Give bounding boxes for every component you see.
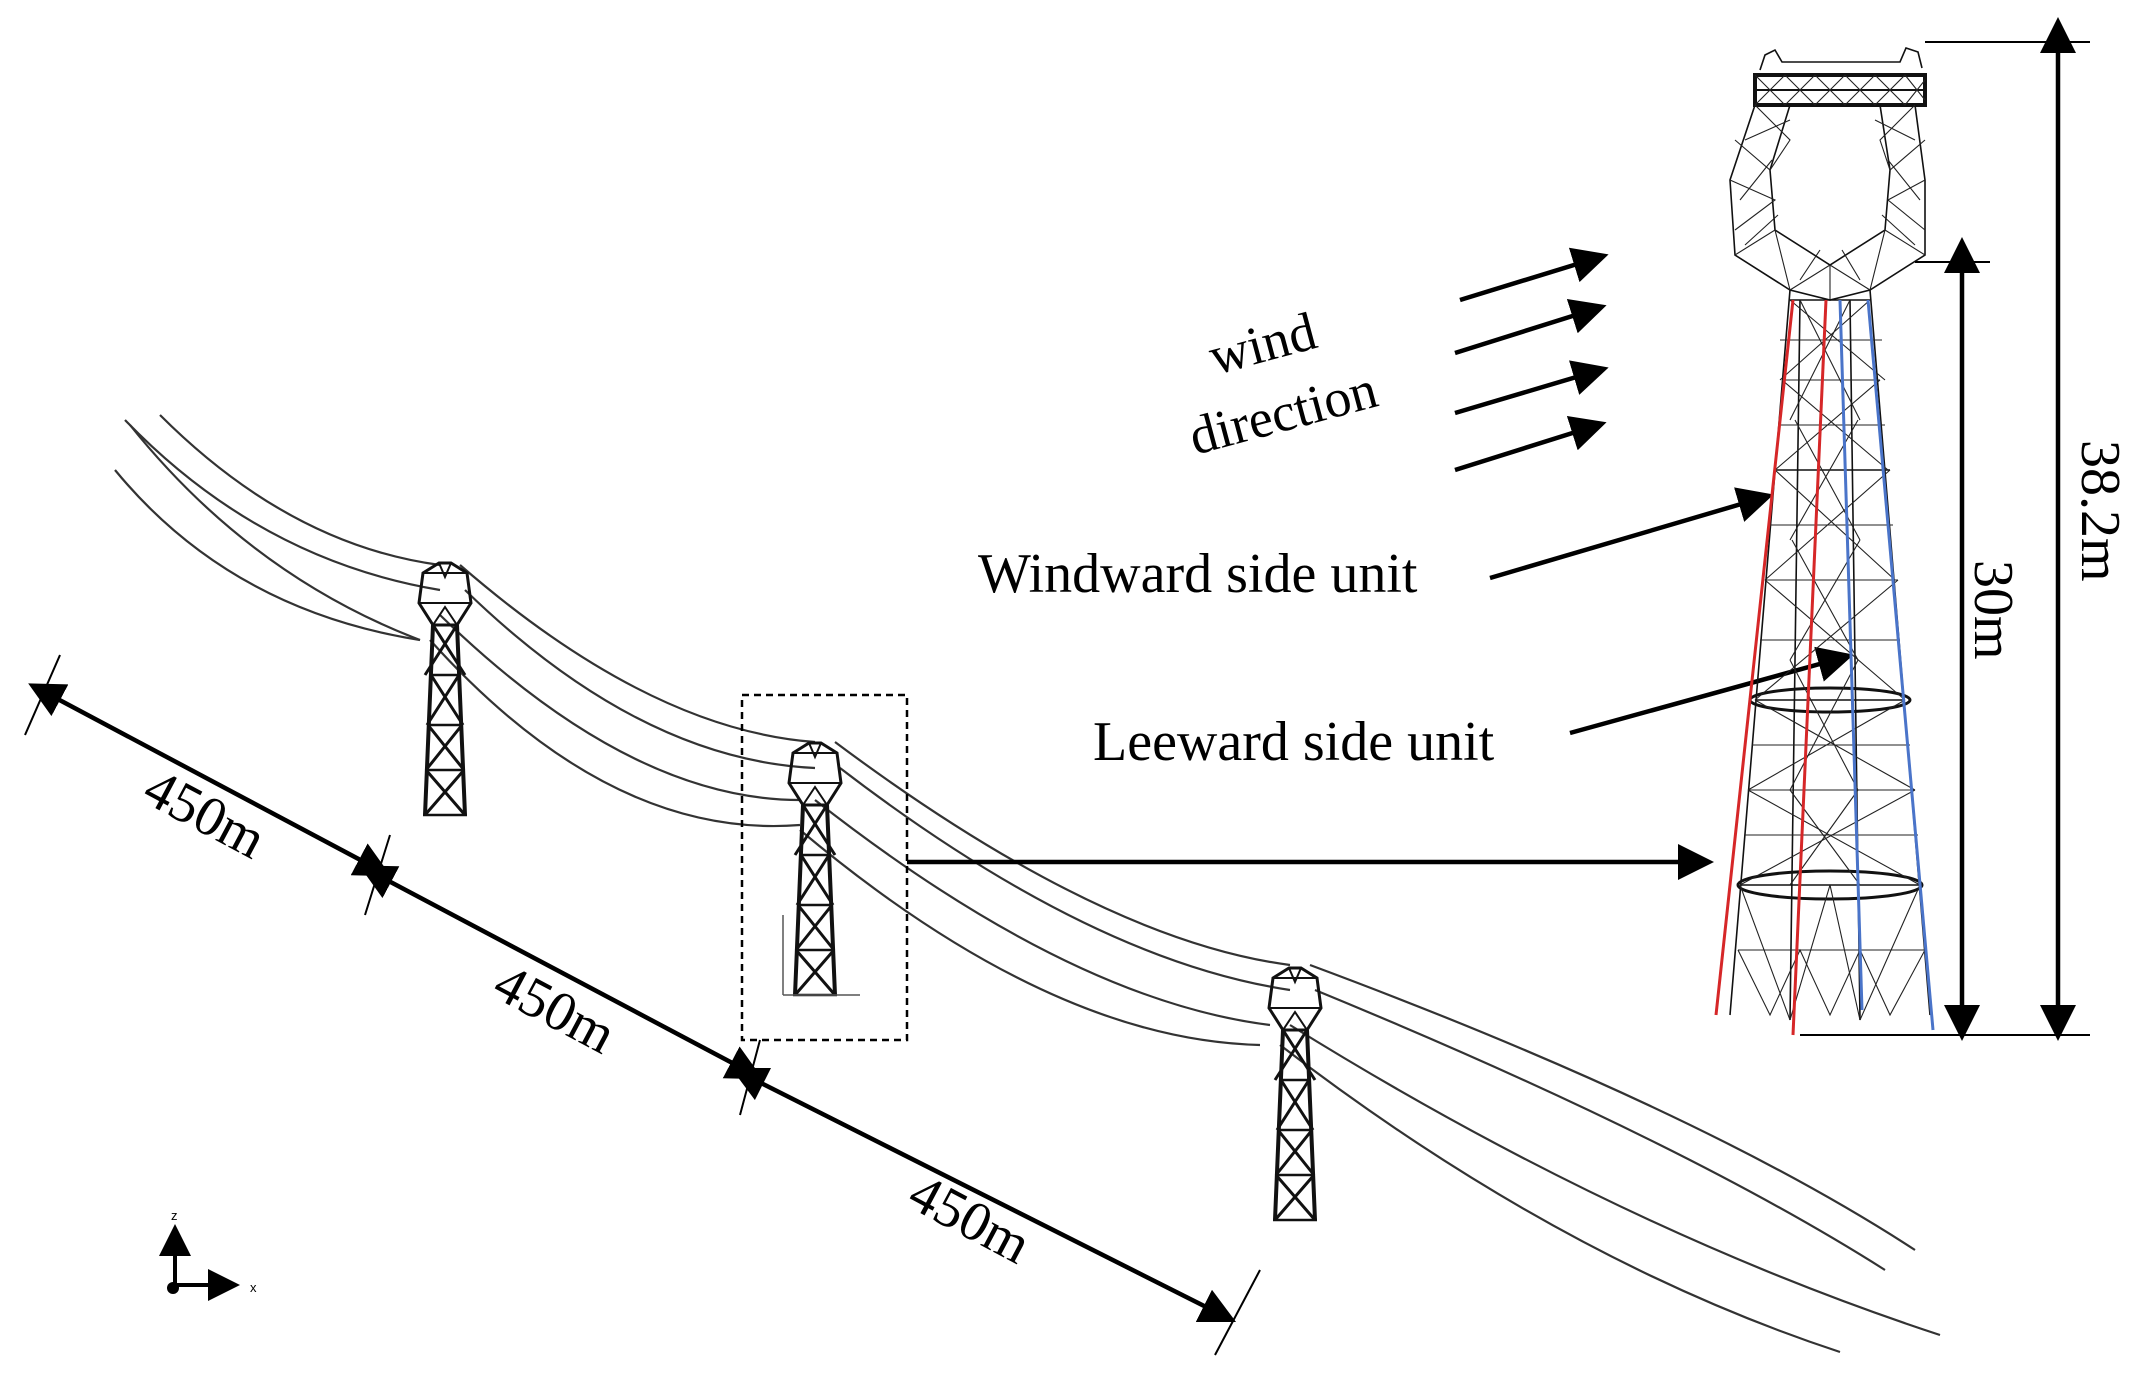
height-total-label: 38.2m <box>2069 440 2131 582</box>
tower-1 <box>417 561 473 817</box>
wind-label-line2: direction <box>1183 359 1384 467</box>
windward-label: Windward side unit <box>978 543 1418 605</box>
leeward-label: Leeward side unit <box>1093 711 1495 773</box>
inner-axis-icon <box>782 915 860 996</box>
tower-2 <box>787 741 843 997</box>
height-dimensions <box>1800 17 2090 1041</box>
detail-tower <box>1714 47 1935 1036</box>
axis-x-label: x <box>250 1280 257 1295</box>
leeward-pointer <box>1569 646 1854 736</box>
span-label-3: 450m <box>899 1162 1041 1277</box>
wind-arrows <box>1454 247 1609 473</box>
span-label-1: 450m <box>134 757 276 872</box>
wind-label-line1: wind <box>1203 301 1323 387</box>
axis-z-label: z <box>171 1208 178 1223</box>
conductor-cables <box>114 414 1941 1354</box>
span-dimensions <box>24 654 1261 1356</box>
axis-triad-icon <box>159 1224 240 1301</box>
height-body-label: 30m <box>1962 560 2024 660</box>
tower-3 <box>1267 966 1323 1222</box>
windward-pointer <box>1489 487 1774 581</box>
highlight-box <box>740 693 909 1042</box>
